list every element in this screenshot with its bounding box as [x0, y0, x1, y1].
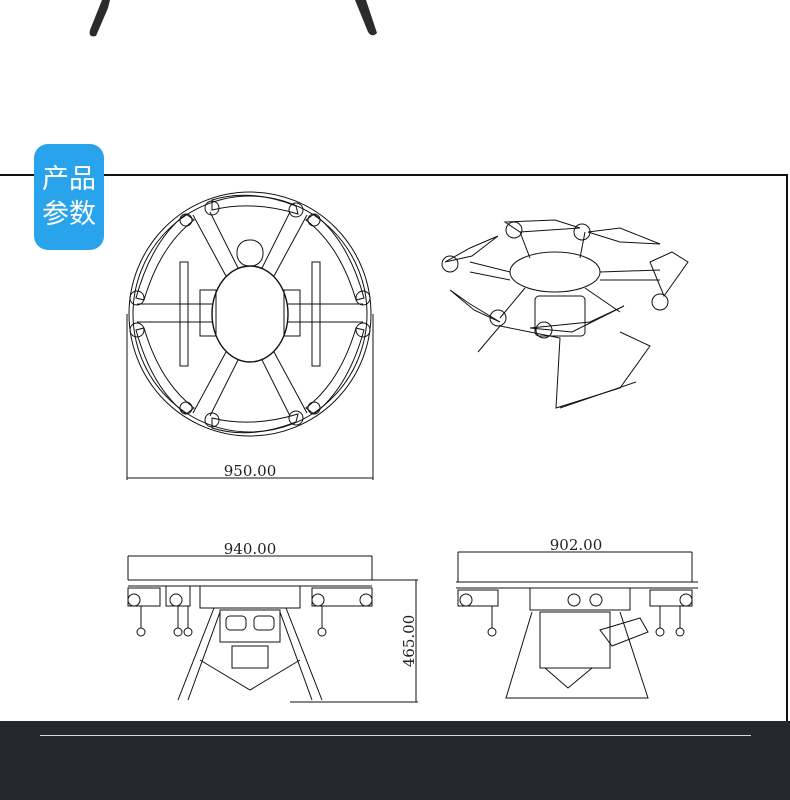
- top-view-width-label: 950.00: [224, 462, 277, 480]
- spec-drawing-frame: [0, 174, 788, 722]
- badge-line-2: 参数: [42, 199, 96, 230]
- drone-legs-top: [89, 0, 377, 37]
- badge-line-1: 产品: [42, 164, 96, 195]
- footer-divider: [40, 735, 751, 736]
- footer-bar: [0, 721, 790, 800]
- front-view-drawing: [127, 555, 418, 703]
- top-view-drawing: [126, 191, 374, 480]
- product-params-badge: 产品 参数: [34, 144, 104, 250]
- side-view-width-label: 902.00: [550, 536, 603, 554]
- front-view-height-label: 465.00: [400, 615, 418, 668]
- side-view-drawing: [456, 551, 698, 699]
- front-view-width-label: 940.00: [224, 540, 277, 558]
- isometric-view-drawing: [441, 219, 689, 409]
